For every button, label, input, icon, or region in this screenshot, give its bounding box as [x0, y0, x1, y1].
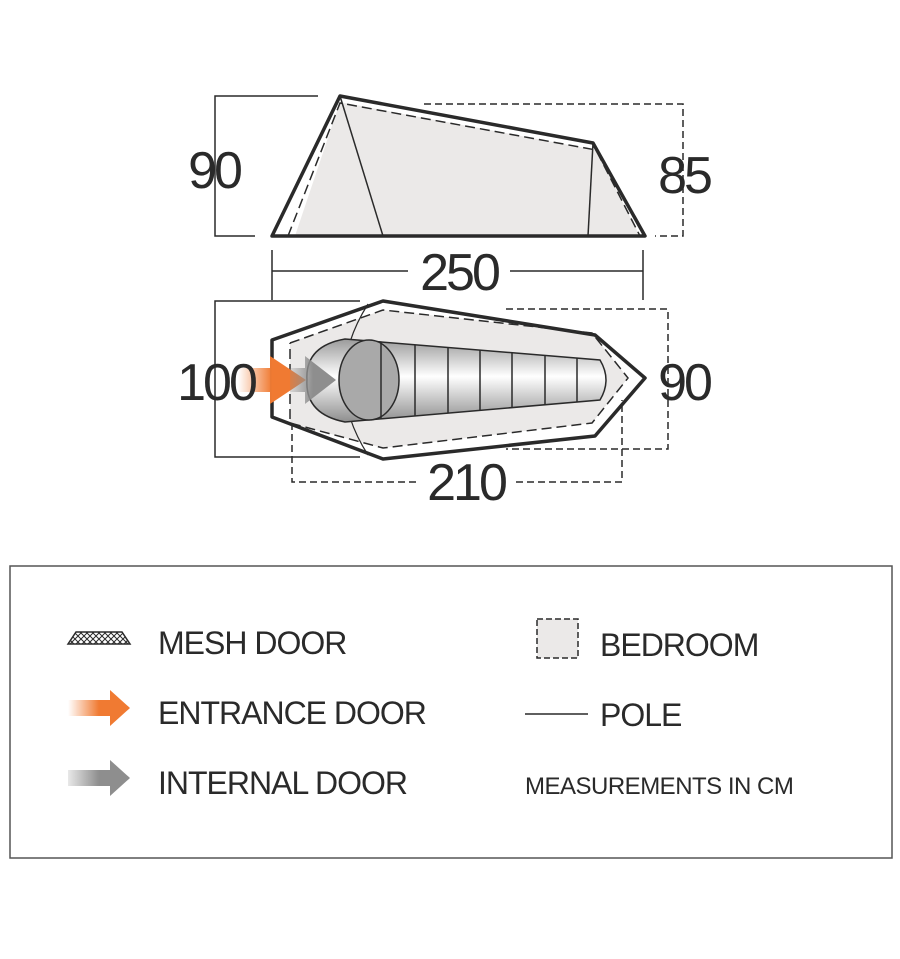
- side-view: 90 85 250: [188, 94, 714, 302]
- legend-entrance-door: ENTRANCE DOOR: [158, 695, 426, 731]
- flysheet-side: [270, 94, 647, 238]
- front-height-bracket: [214, 95, 318, 237]
- pole-front: [339, 95, 384, 237]
- entrance-door-arrow: [238, 356, 306, 404]
- inner-tent-side: [287, 102, 641, 237]
- rear-height-label: 85: [658, 147, 711, 205]
- front-height-label: 90: [188, 142, 241, 200]
- sleeping-bag-baffles: [380, 342, 578, 419]
- inner-tent-top: [289, 309, 629, 449]
- bedroom-side: [295, 102, 640, 236]
- legend-bedroom: BEDROOM: [600, 627, 758, 663]
- internal-door-arrow: [290, 356, 336, 404]
- length-label: 250: [420, 244, 499, 302]
- mesh-door-icon: [66, 631, 132, 645]
- rear-width-bracket: [506, 308, 669, 450]
- legend-mesh-door: MESH DOOR: [158, 625, 346, 661]
- legend: MESH DOOR ENTRANCE DOOR INTERNAL DOOR BE…: [9, 565, 893, 859]
- top-view: 100 90 210: [177, 299, 714, 512]
- sleeping-bag-hood: [338, 339, 400, 421]
- internal-arrow-icon: [68, 760, 130, 796]
- inner-length-label: 210: [427, 454, 506, 512]
- legend-measurement-note: MEASUREMENTS IN CM: [525, 773, 793, 800]
- legend-pole: POLE: [600, 697, 681, 733]
- bedroom-icon: [536, 618, 579, 659]
- front-width-bracket: [214, 300, 360, 458]
- flysheet-top: [270, 299, 647, 461]
- front-width-label: 100: [177, 354, 256, 412]
- rear-width-label: 90: [658, 354, 711, 412]
- entrance-arrow-icon: [68, 690, 130, 726]
- inner-length-dimension: [291, 400, 623, 483]
- pole-rear: [587, 142, 594, 237]
- rear-height-bracket: [424, 103, 684, 237]
- length-dimension: [271, 250, 644, 300]
- legend-box: [9, 565, 893, 859]
- legend-internal-door: INTERNAL DOOR: [158, 765, 407, 801]
